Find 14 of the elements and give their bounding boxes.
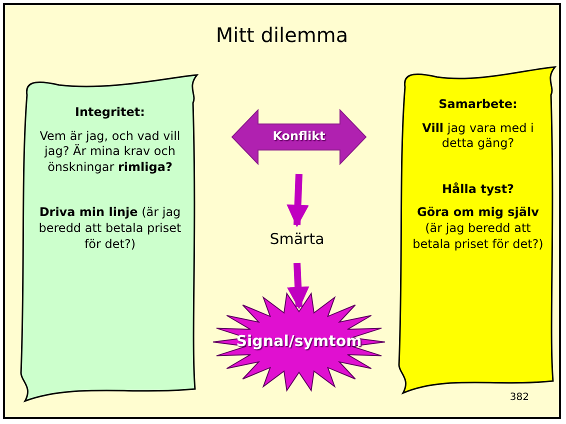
node-heading: Integritet: bbox=[75, 105, 145, 121]
arrow bbox=[286, 174, 309, 228]
step-label: Smärta bbox=[270, 230, 324, 250]
node-heading: Samarbete: bbox=[438, 97, 518, 113]
node-heading: Konflikt bbox=[272, 129, 326, 145]
page-number: 382 bbox=[510, 392, 529, 403]
arrow bbox=[286, 262, 310, 310]
slide-title: Mitt dilemma bbox=[214, 23, 350, 47]
node-text: Vem är jag, och vad vill jag? Är mina krav och önskningar rimliga? bbox=[38, 128, 182, 176]
node-text: Driva min linje (är jag beredd att betala priset för det?) bbox=[38, 205, 182, 252]
node-text: Hålla tyst? bbox=[442, 182, 514, 198]
node-text: Göra om mig själv (är jag beredd att betala priset för det?) bbox=[412, 205, 544, 252]
node-heading: Signal/symtom bbox=[236, 332, 362, 352]
node-text: Vill jag vara med i detta gäng? bbox=[421, 120, 535, 152]
